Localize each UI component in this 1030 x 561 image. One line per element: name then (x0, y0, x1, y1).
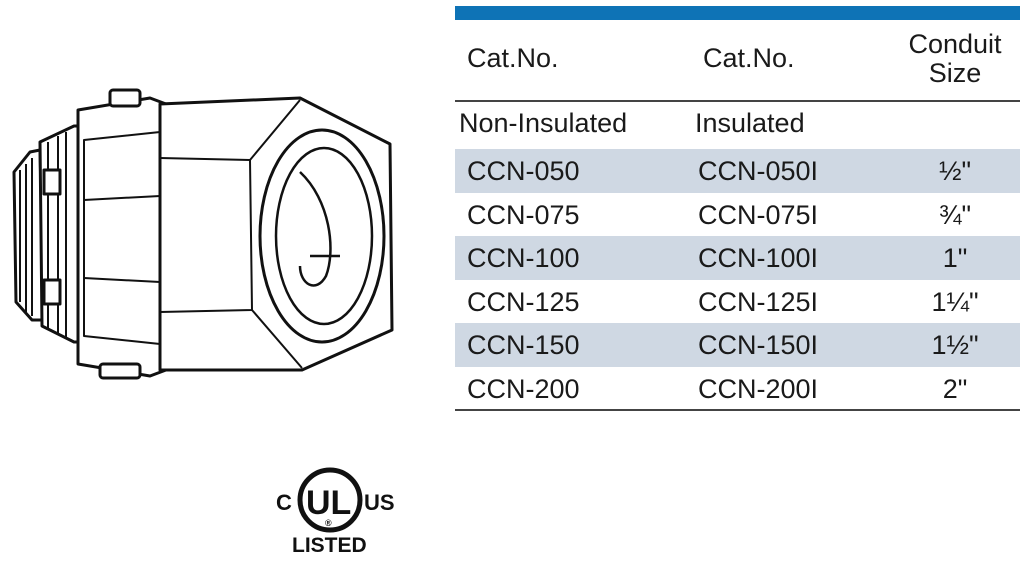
cell-conduit-size: 1½" (931, 330, 979, 361)
ul-listed-icon: C UL ® US LISTED (276, 467, 395, 557)
ul-listed-label: LISTED (292, 534, 367, 557)
ul-us-letters: US (364, 490, 395, 515)
table-body: CCN-050 CCN-050I ½" CCN-075 CCN-075I ¾" … (455, 149, 1020, 411)
table-row: CCN-125 CCN-125I 1¼" (455, 280, 1020, 324)
subheader-insulated: Insulated (695, 108, 805, 138)
table-header: Cat.No. Cat.No. Conduit Size (455, 28, 1020, 102)
compression-connector-illustration (12, 88, 394, 380)
table-row: CCN-075 CCN-075I ¾" (455, 193, 1020, 237)
cell-conduit-size: ½" (938, 156, 972, 186)
cell-conduit-size: 1¼" (931, 286, 979, 317)
table-row: CCN-200 CCN-200I 2" (455, 367, 1020, 411)
table-row: CCN-050 CCN-050I ½" (455, 149, 1020, 193)
cell-non-insulated: CCN-050 (467, 156, 580, 186)
cell-insulated: CCN-100I (698, 243, 819, 274)
cell-conduit-size: ¾" (938, 199, 972, 230)
cell-non-insulated: CCN-150 (467, 330, 580, 361)
table-row: CCN-100 CCN-100I 1" (455, 236, 1020, 280)
cell-insulated: CCN-200I (698, 373, 819, 404)
cell-insulated: CCN-050I (698, 156, 819, 186)
cell-insulated: CCN-075I (698, 199, 819, 230)
header-cat-no-insulated: Cat.No. (703, 43, 795, 73)
cell-conduit-size: 1" (942, 243, 968, 274)
header-accent-bar (455, 6, 1020, 20)
header-conduit-size: Conduit Size (908, 29, 1002, 88)
ul-registered-symbol: ® (325, 518, 332, 528)
ul-c-letter: C (276, 490, 292, 515)
cell-conduit-size: 2" (942, 373, 968, 404)
header-cat-no-non-insulated: Cat.No. (467, 43, 559, 73)
table-subheader: Non-Insulated Insulated (455, 104, 1020, 144)
subheader-non-insulated: Non-Insulated (459, 108, 628, 138)
cell-non-insulated: CCN-075 (467, 199, 580, 230)
cell-insulated: CCN-150I (698, 330, 819, 361)
cell-non-insulated: CCN-100 (467, 243, 580, 274)
cell-insulated: CCN-125I (698, 286, 819, 317)
cell-non-insulated: CCN-200 (467, 373, 580, 404)
cell-non-insulated: CCN-125 (467, 286, 580, 317)
ul-mark-letters: UL (306, 484, 351, 522)
table-bottom-rule (455, 409, 1020, 411)
table-row: CCN-150 CCN-150I 1½" (455, 323, 1020, 367)
